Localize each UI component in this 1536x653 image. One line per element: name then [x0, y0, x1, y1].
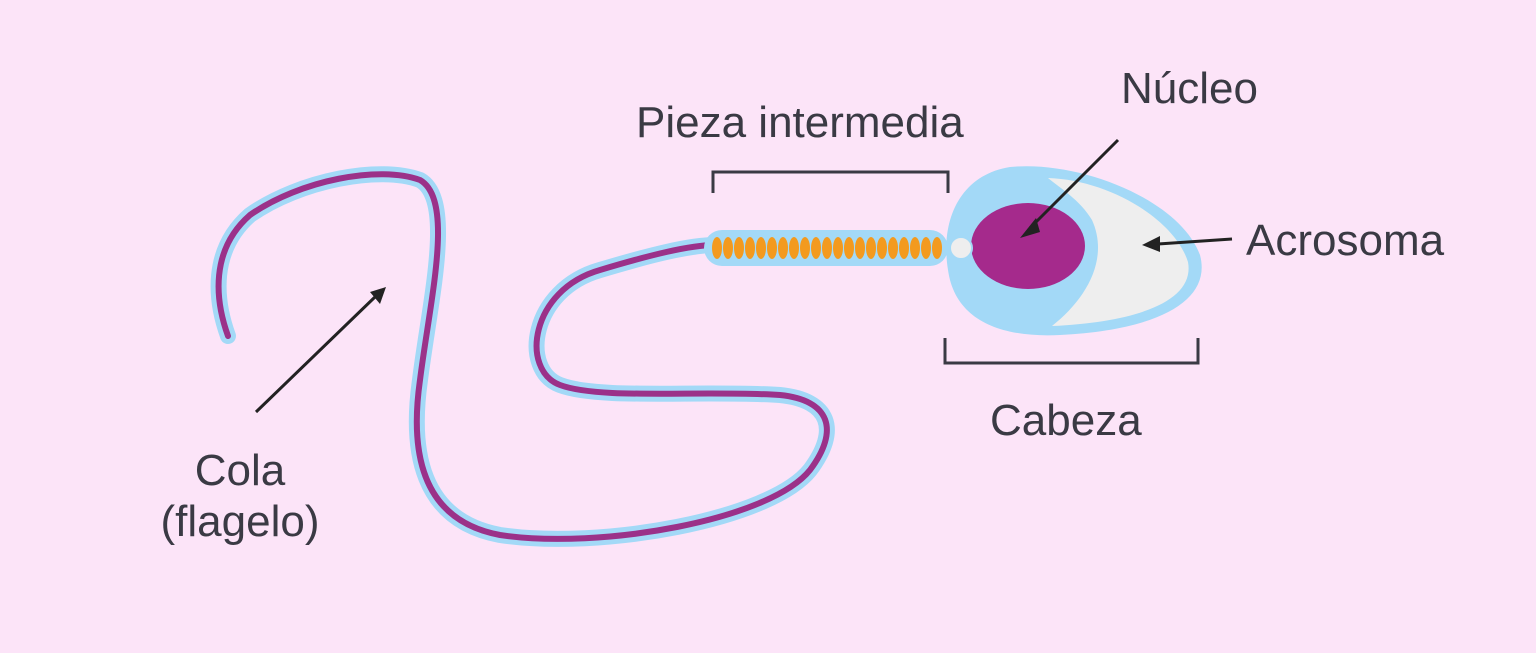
midpiece-bracket [711, 170, 950, 193]
nucleus [971, 203, 1085, 289]
acrosome [1048, 178, 1189, 326]
tail-arrow [254, 294, 378, 414]
label-cola-line1: Cola [194, 446, 286, 495]
mitochondria [712, 237, 942, 259]
label-pieza-intermedia: Pieza intermedia [636, 98, 964, 147]
label-cabeza: Cabeza [990, 396, 1142, 445]
arrows [254, 138, 1233, 414]
label-cola-line2: (flagelo) [160, 496, 320, 546]
acrosome-arrow [1157, 237, 1233, 246]
label-cola: Cola (flagelo) [140, 446, 340, 547]
flagellum-core [215, 171, 830, 542]
centriole [949, 236, 973, 260]
head-bracket [943, 338, 1200, 365]
label-nucleo: Núcleo [1121, 64, 1258, 113]
label-acrosoma: Acrosoma [1246, 216, 1445, 265]
nucleus-arrow [1028, 138, 1120, 230]
